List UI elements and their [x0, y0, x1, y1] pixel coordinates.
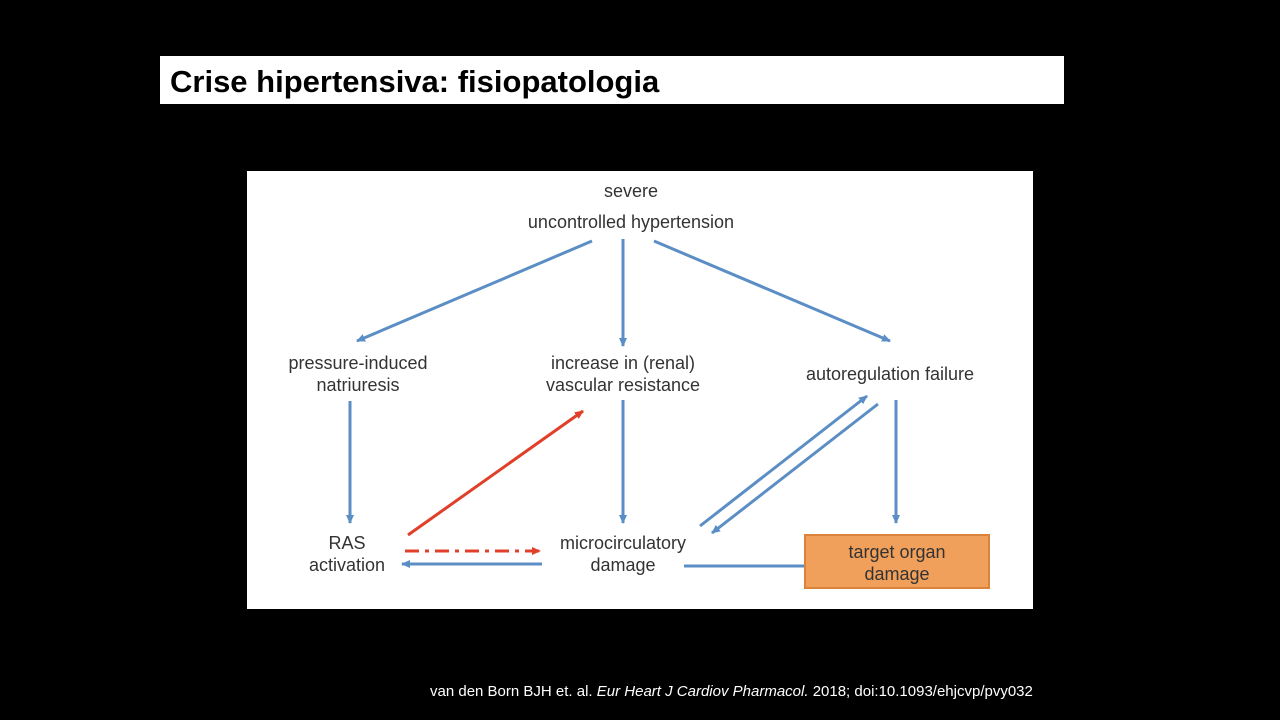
- node-vascular-resistance: increase in (renal) vascular resistance: [513, 352, 733, 396]
- node-autoregulation-failure: autoregulation failure: [779, 363, 1001, 385]
- node-microcirculatory-damage: microcirculatory damage: [548, 532, 698, 576]
- node-autoregulation-failure-line1: autoregulation failure: [805, 364, 975, 384]
- arrow-autoregulation-to-microcirculatory: [711, 402, 879, 535]
- node-pressure-natriuresis: pressure-induced natriuresis: [263, 352, 453, 396]
- node-ras-activation-line1: RAS: [328, 533, 366, 553]
- citation: van den Born BJH et. al. Eur Heart J Car…: [430, 683, 1033, 700]
- title-bar: Crise hipertensiva: fisiopatologia: [160, 56, 1064, 104]
- node-ras-activation: RAS activation: [292, 532, 402, 576]
- node-microcirculatory-damage-line2: damage: [590, 555, 656, 575]
- arrow-microcirculatory-to-autoregulation: [699, 394, 868, 528]
- node-target-organ-damage-line1: target organ: [848, 542, 946, 562]
- node-severe-hypertension-line1: severe: [603, 181, 659, 201]
- arrow-top-to-autoregulation: [653, 239, 891, 343]
- slide-title: Crise hipertensiva: fisiopatologia: [170, 64, 660, 99]
- citation-journal: Eur Heart J Cardiov Pharmacol.: [596, 683, 809, 700]
- node-pressure-natriuresis-line2: natriuresis: [316, 375, 400, 395]
- diagram-arrows: [346, 239, 900, 570]
- node-severe-hypertension-line2: uncontrolled hypertension: [527, 212, 735, 232]
- node-vascular-resistance-line2: vascular resistance: [545, 375, 701, 395]
- node-ras-activation-line2: activation: [308, 555, 386, 575]
- node-target-organ-damage: target organ damage: [804, 534, 990, 589]
- node-microcirculatory-damage-line1: microcirculatory: [559, 533, 687, 553]
- node-target-organ-damage-line2: damage: [864, 564, 930, 584]
- node-severe-hypertension: severe uncontrolled hypertension: [483, 180, 779, 233]
- arrow-ras-to-resistance: [407, 409, 584, 537]
- node-vascular-resistance-line1: increase in (renal): [550, 353, 696, 373]
- node-pressure-natriuresis-line1: pressure-induced: [288, 353, 428, 373]
- diagram-panel: severe uncontrolled hypertension pressur…: [247, 171, 1033, 609]
- citation-authors: van den Born BJH et. al.: [430, 683, 593, 700]
- citation-details: 2018; doi:10.1093/ehjcvp/pvy032: [812, 683, 1033, 700]
- node-target-organ-damage-text: target organ damage: [806, 541, 988, 585]
- arrow-top-to-natriuresis: [356, 239, 593, 343]
